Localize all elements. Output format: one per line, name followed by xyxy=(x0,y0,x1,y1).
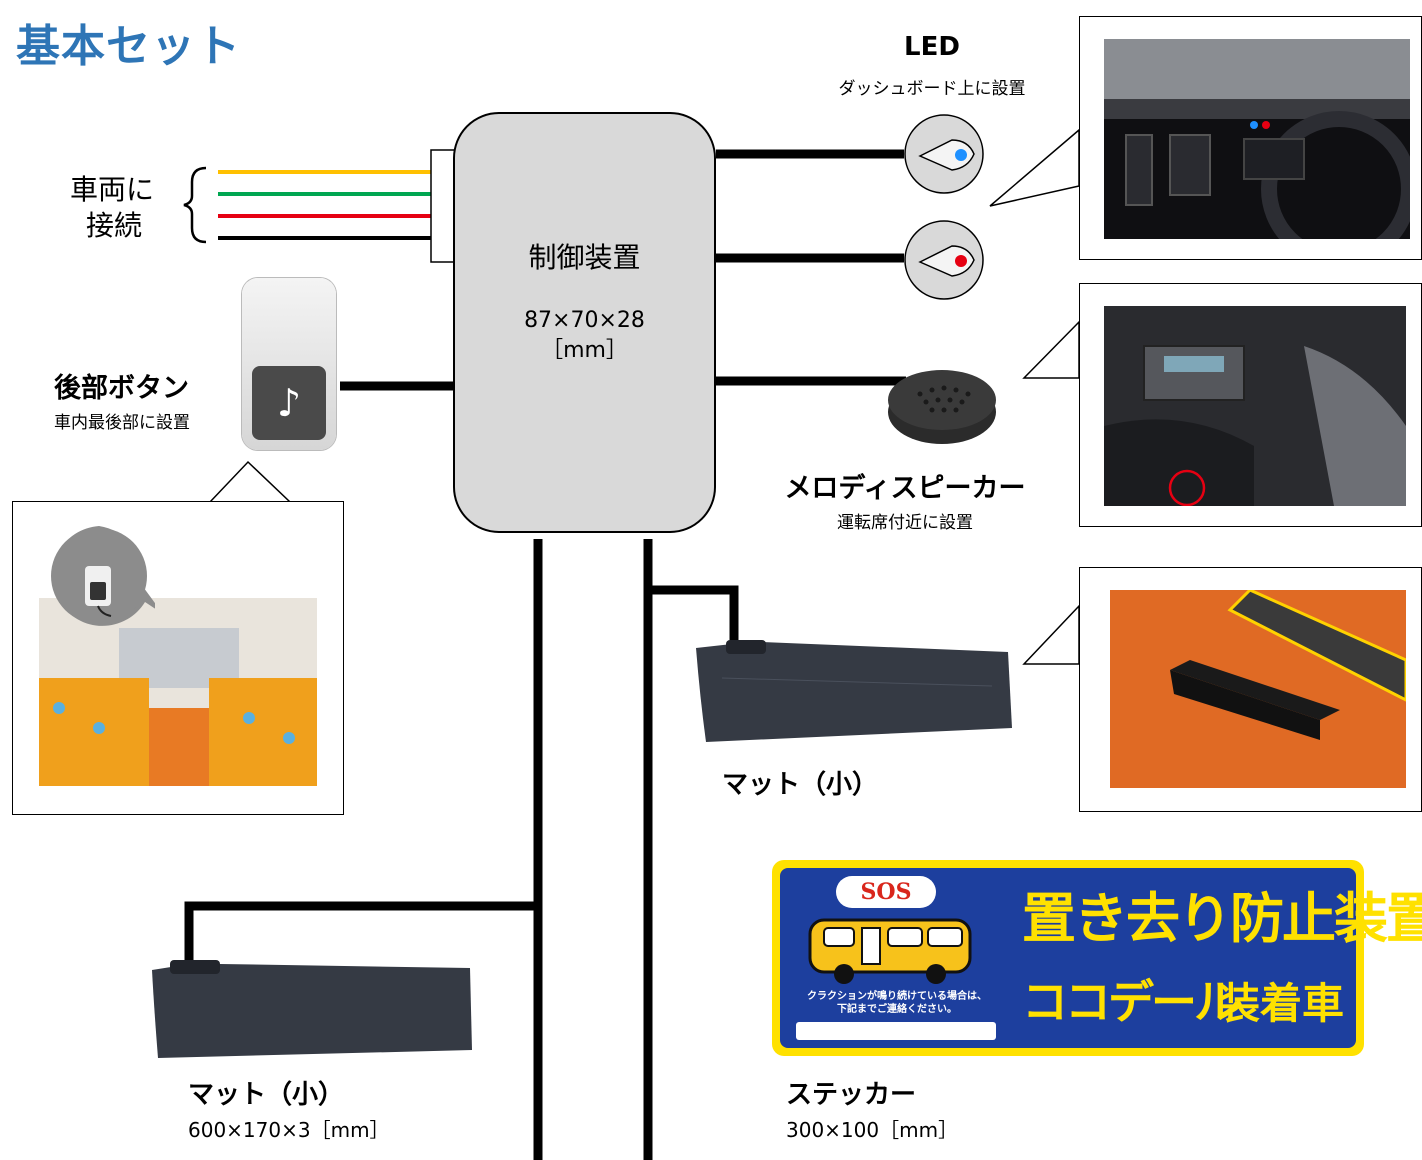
rear-button-note: 車内最後部に設置 xyxy=(54,413,190,433)
rear-button-name: 後部ボタン xyxy=(54,373,189,404)
dashboard-photo xyxy=(1104,39,1410,239)
speaker-name: メロディスピーカー xyxy=(784,473,1026,504)
sticker-name: ステッカー xyxy=(786,1080,917,1110)
controller-size-line1: 87×70×28 xyxy=(524,308,645,333)
controller-box xyxy=(453,112,716,533)
sticker: SOS クラクションが鳴り続けている場合は、 下記までご連絡ください。 置き去り… xyxy=(772,860,1422,1056)
cable-mat-left xyxy=(184,901,538,966)
driver-area-photo xyxy=(1104,306,1406,506)
callout-mat xyxy=(1022,604,1080,665)
sticker-size: 300×100［mm］ xyxy=(786,1118,959,1142)
sticker-panel: SOS クラクションが鳴り続けている場合は、 下記までご連絡ください。 置き去り… xyxy=(780,868,1422,1048)
vehicle-connect-line2: 接続 xyxy=(86,209,143,242)
sticker-suffix: 装着車 xyxy=(1218,979,1345,1028)
led-blue-icon xyxy=(904,114,984,194)
speaker-photo-frame xyxy=(1079,283,1422,527)
floor-mat-photo xyxy=(1110,590,1406,788)
led-blue-dot xyxy=(955,149,967,161)
callout-speaker xyxy=(1022,320,1080,379)
led-note: ダッシュボード上に設置 xyxy=(838,79,1026,99)
sticker-headline: 置き去り防止装置 xyxy=(1022,887,1422,950)
led-red-dot xyxy=(955,255,967,267)
controller-size: 87×70×28 ［mm］ xyxy=(453,306,716,366)
led-name: LED xyxy=(904,32,960,62)
mat-photo-frame xyxy=(1079,567,1422,812)
led-red-icon xyxy=(904,220,984,300)
mat-left-size: 600×170×3［mm］ xyxy=(188,1118,390,1142)
wire-connector xyxy=(430,149,456,263)
vehicle-connect-label: 車両に 接続 xyxy=(70,172,154,244)
rear-button-device: ♪ xyxy=(242,278,336,450)
sticker-sos: SOS xyxy=(836,876,936,908)
callout-led xyxy=(989,128,1080,207)
sticker-notice-line1: クラクションが鳴り続けている場合は、 xyxy=(807,991,987,1002)
mat-left-icon xyxy=(152,960,472,1058)
music-note-icon: ♪ xyxy=(252,366,326,440)
controller-name: 制御装置 xyxy=(528,241,641,274)
speaker-note: 運転席付近に設置 xyxy=(837,513,973,533)
mat-right-icon xyxy=(696,640,1012,742)
sticker-brand: ココデール xyxy=(1022,975,1240,1029)
rear-button-photo-frame xyxy=(12,501,344,815)
controller-size-line2: ［mm］ xyxy=(541,338,628,363)
brace xyxy=(183,166,207,244)
sticker-notice-line2: 下記までご連絡ください。 xyxy=(837,1004,957,1015)
bus-icon xyxy=(808,918,972,984)
button-closeup-icon xyxy=(51,526,155,626)
speaker-icon xyxy=(888,370,996,444)
cable-mat-right xyxy=(648,585,739,646)
callout-rear xyxy=(208,460,292,503)
mat-left-name: マット（小） xyxy=(188,1080,345,1110)
mat-right-name: マット（小） xyxy=(722,770,879,800)
sticker-contact-box xyxy=(796,1022,996,1040)
vehicle-connect-line1: 車両に xyxy=(70,173,155,206)
sticker-notice: クラクションが鳴り続けている場合は、 下記までご連絡ください。 xyxy=(792,990,1002,1016)
bus-interior-photo xyxy=(39,598,317,786)
led-photo-frame xyxy=(1079,16,1422,260)
page-title: 基本セット xyxy=(16,21,241,72)
